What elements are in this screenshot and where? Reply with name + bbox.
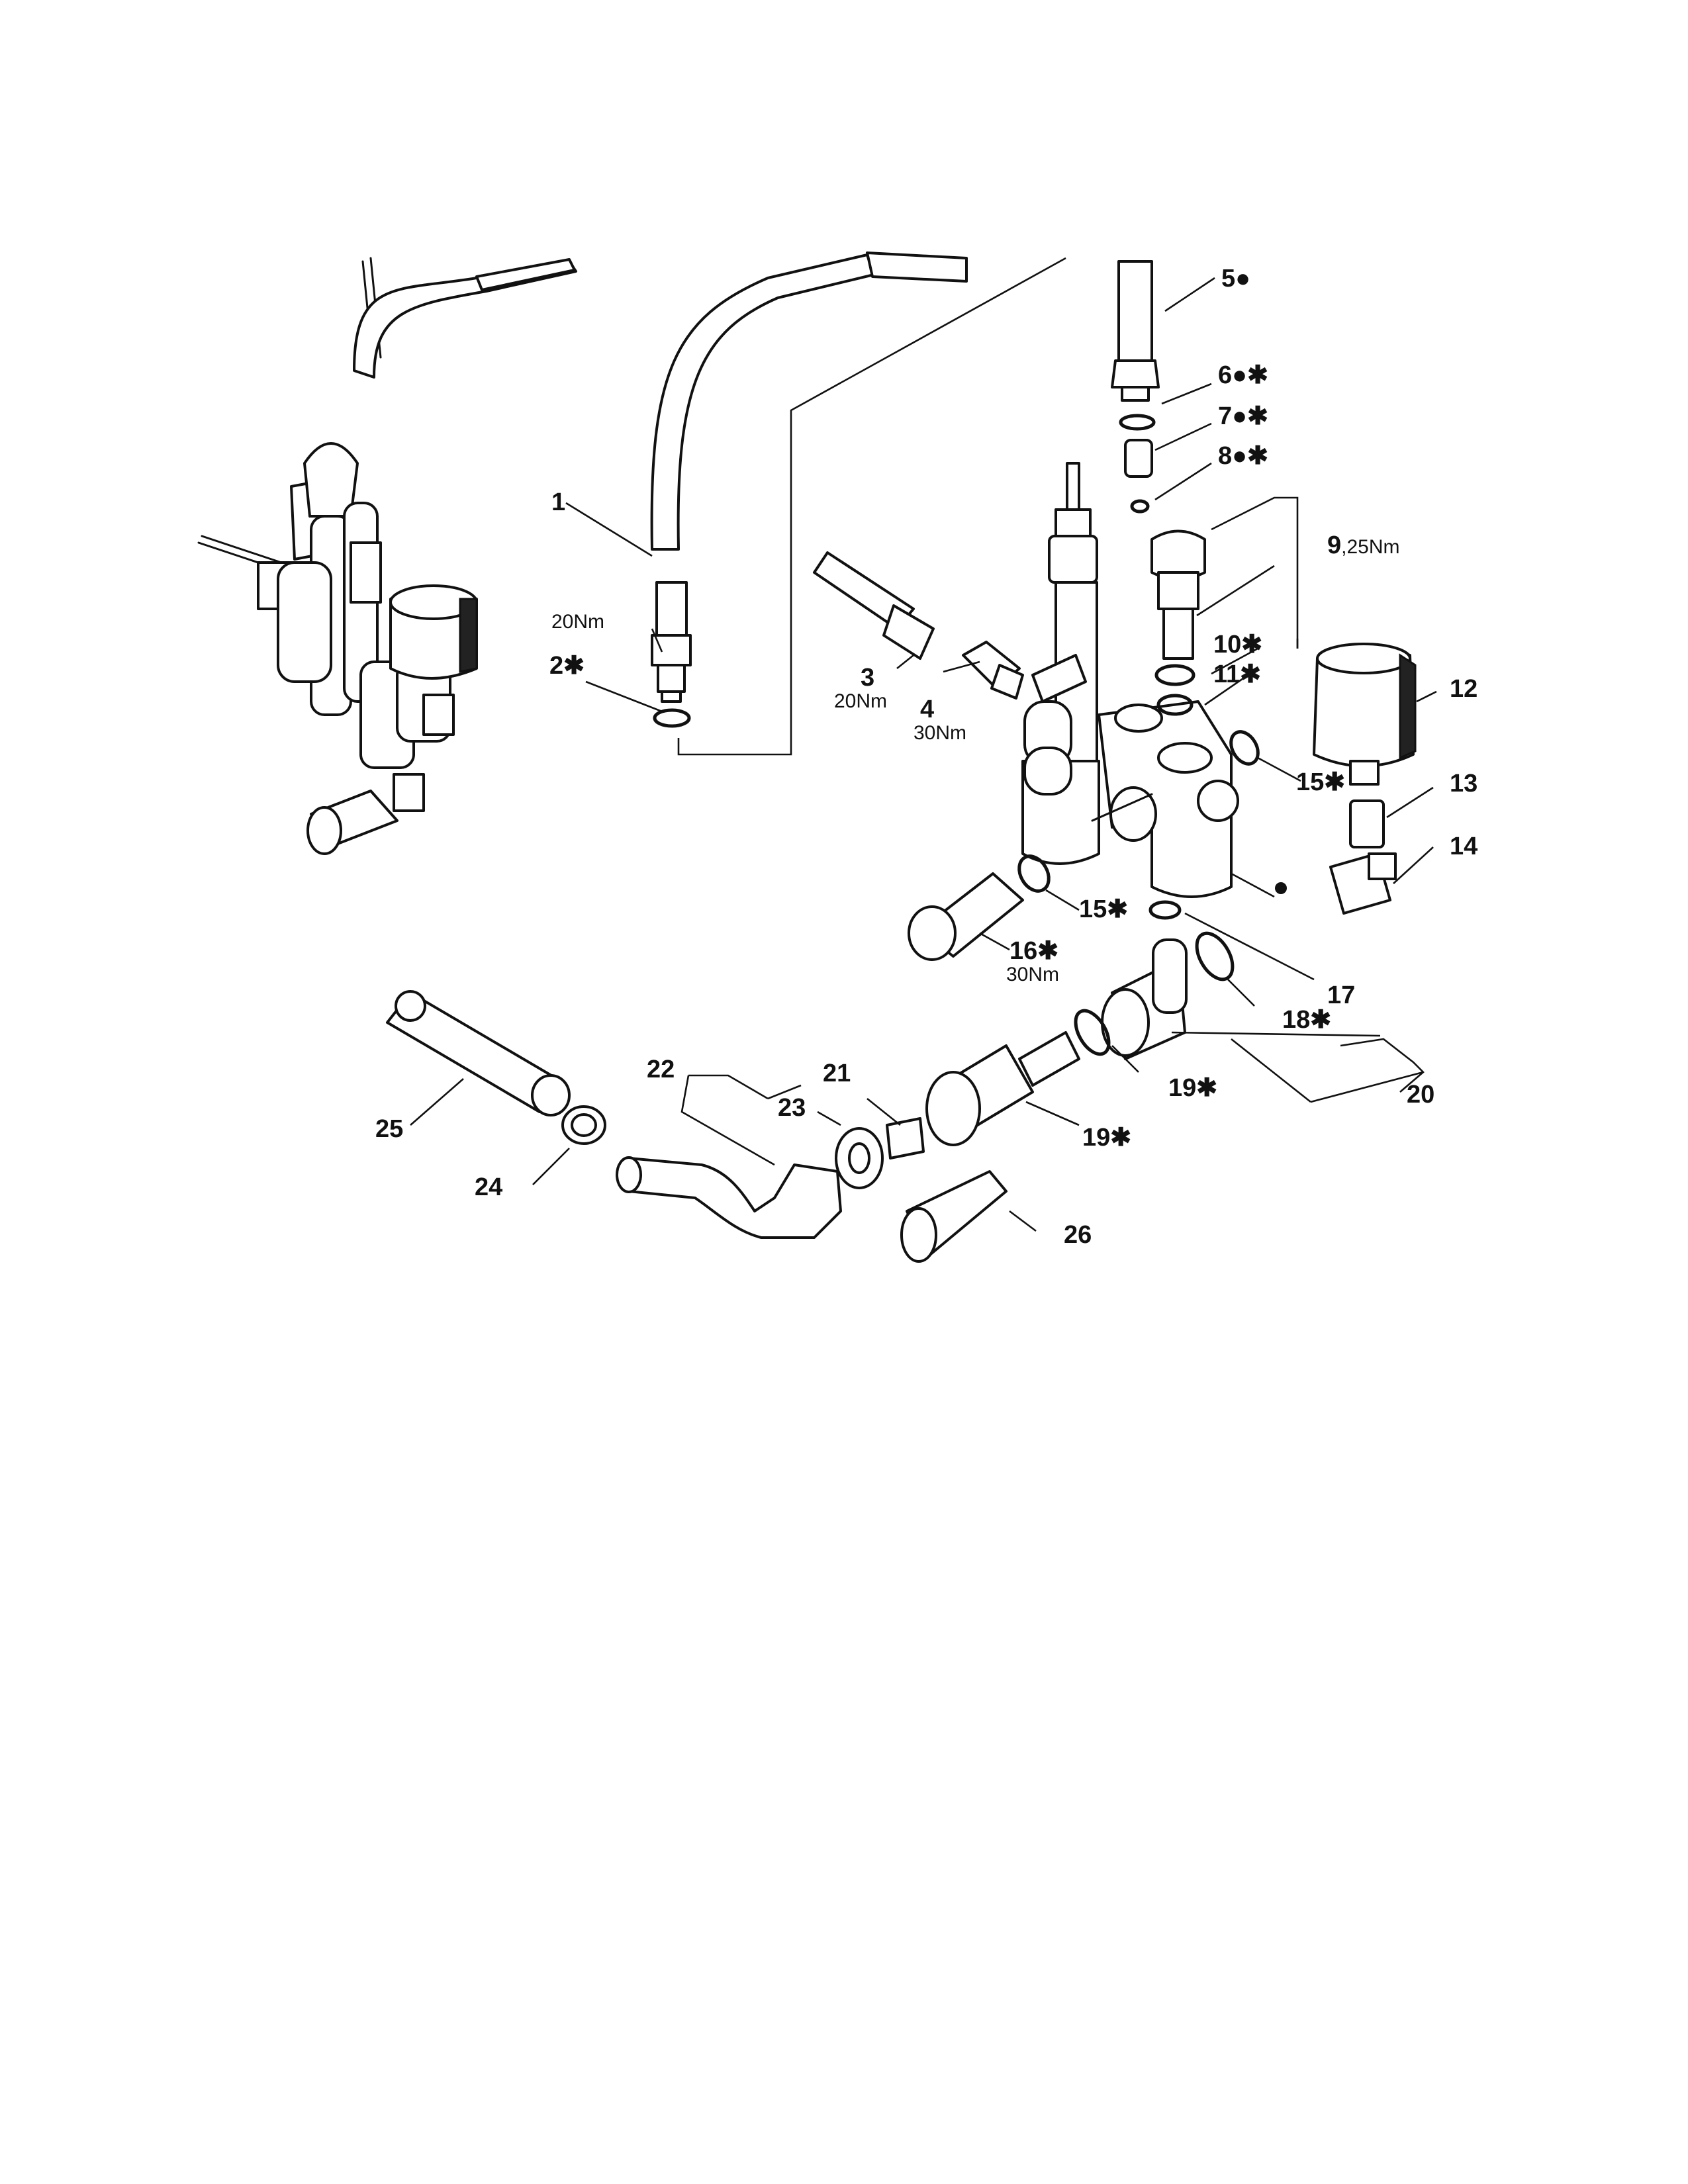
part-14-elbow — [1329, 852, 1397, 915]
assembled-unit-thumbnail — [197, 257, 577, 855]
part-5-tube — [1111, 260, 1160, 402]
leader-lines — [410, 277, 1437, 1232]
callout-5: 5● — [1221, 265, 1251, 293]
callout-10: 10✱ — [1213, 631, 1263, 659]
part-12-accumulator — [1313, 643, 1417, 786]
part-13-fitting — [1349, 799, 1385, 848]
callout-9: 9,25Nm — [1327, 533, 1400, 558]
part-24-hose-clamp — [561, 1105, 606, 1145]
callout-13: 13 — [1450, 770, 1478, 797]
callout-8: 8●✱ — [1218, 442, 1268, 470]
part-23-washer — [835, 1127, 884, 1189]
callout-19-upper: 18✱ — [1282, 1006, 1332, 1034]
callout-21: 21 — [823, 1060, 851, 1087]
callout-7: 7●✱ — [1218, 402, 1268, 430]
callout-18: 17 — [1327, 981, 1356, 1009]
part-19-o-ring-upper — [1195, 931, 1235, 981]
callout-9-torque: ,25Nm — [1341, 536, 1400, 558]
part-16-banjo-bolt — [908, 872, 1024, 961]
callout-1: 1 — [551, 488, 566, 516]
part-18-o-ring — [1149, 900, 1182, 920]
part-19-o-ring-lower — [1074, 1009, 1111, 1056]
part-4-nipple — [962, 641, 1024, 700]
part-15-o-ring-upper — [1229, 730, 1260, 766]
group-bracket-1 — [677, 257, 1066, 756]
marker-dot — [1275, 882, 1287, 894]
callout-15-lower: 15✱ — [1079, 895, 1129, 923]
part-25-suction-hose — [386, 990, 571, 1116]
callout-11: 11✱ — [1213, 660, 1262, 688]
torque-4: 30Nm — [914, 722, 967, 744]
callout-19-lower: 19✱ — [1168, 1074, 1218, 1102]
callout-25: 25 — [375, 1115, 404, 1143]
torque-1: 20Nm — [551, 611, 605, 633]
part-2-o-ring — [653, 708, 691, 728]
callout-15-upper: 15✱ — [1296, 768, 1346, 796]
callout-20: 19✱ — [1082, 1124, 1132, 1152]
callout-6: 6●✱ — [1218, 361, 1268, 389]
callout-4: 4 — [920, 696, 935, 723]
callout-16: 16✱ — [1009, 937, 1059, 965]
part-10-o-ring — [1154, 664, 1196, 686]
callout-3: 3 — [861, 664, 875, 692]
part-8-small-ring — [1130, 499, 1150, 514]
part-22-hose-connector — [616, 1156, 842, 1239]
part-20-adapter — [925, 1031, 1080, 1146]
part-11-o-ring — [1156, 694, 1194, 716]
part-3-hose — [813, 551, 935, 660]
callout-9-number: 9 — [1327, 531, 1342, 559]
valve-body — [1021, 462, 1239, 898]
part-21-strainer — [886, 1117, 925, 1160]
callout-17: 20 — [1407, 1081, 1435, 1109]
torque-3: 20Nm — [834, 690, 888, 712]
callout-26: 26 — [1064, 1221, 1092, 1249]
callout-23: 23 — [778, 1094, 806, 1122]
callout-24: 24 — [475, 1173, 503, 1201]
part-1-pressure-line — [650, 251, 968, 703]
part-15-o-ring-lower — [1017, 854, 1051, 893]
part-7-o-ring — [1119, 414, 1156, 431]
part-17-tee-fitting — [1101, 938, 1188, 1060]
callout-12: 12 — [1450, 675, 1478, 703]
callout-14: 14 — [1450, 833, 1478, 860]
torque-16: 30Nm — [1006, 964, 1060, 985]
part-26-filter — [900, 1170, 1008, 1263]
part-8-valve-insert — [1124, 439, 1153, 478]
callout-2: 2✱ — [549, 652, 585, 680]
part-9-plug — [1150, 529, 1206, 660]
callout-22: 22 — [647, 1056, 675, 1083]
